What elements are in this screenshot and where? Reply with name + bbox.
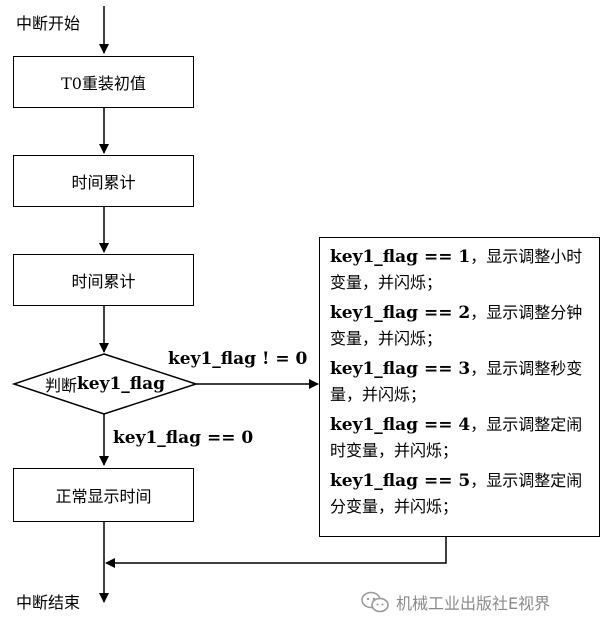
decision-var: key1_flag <box>76 374 166 394</box>
time-accumulate-box-2: 时间累计 <box>13 254 194 306</box>
side-item-2: key1_flag == 2，显示调整分钟变量，并闪烁； <box>330 303 583 348</box>
normal-display-label: 正常显示时间 <box>55 487 152 506</box>
watermark: 机械工业出版社E视界 <box>360 588 598 616</box>
adjust-mode-box: key1_flag == 1，显示调整小时变量，并闪烁； key1_flag =… <box>319 237 600 537</box>
branch-zero-label: key1_flag == 0 <box>113 428 254 448</box>
wechat-bubbles-icon <box>361 591 389 613</box>
time-accumulate-box-1: 时间累计 <box>13 155 194 207</box>
reload-box-label: T0重装初值 <box>61 74 146 93</box>
watermark-text: 机械工业出版社E视界 <box>396 594 551 613</box>
normal-display-box: 正常显示时间 <box>13 468 194 522</box>
arrow-side-return <box>105 537 447 568</box>
time-accumulate-label-2: 时间累计 <box>71 272 136 291</box>
side-item-3: key1_flag == 3，显示调整秒变量，并闪烁； <box>330 359 583 404</box>
time-accumulate-label-1: 时间累计 <box>71 173 136 192</box>
decision-prefix: 判断 <box>44 376 77 395</box>
end-label: 中断结束 <box>16 593 81 612</box>
side-item-5: key1_flag == 5，显示调整定闹分变量，并闪烁； <box>330 471 583 516</box>
side-item-1: key1_flag == 1，显示调整小时变量，并闪烁； <box>330 247 583 292</box>
side-item-4: key1_flag == 4，显示调整定闹时变量，并闪烁； <box>330 415 583 460</box>
reload-box: T0重装初值 <box>13 56 194 108</box>
branch-not-zero-label: key1_flag ! = 0 <box>168 349 308 369</box>
start-label: 中断开始 <box>16 14 81 33</box>
